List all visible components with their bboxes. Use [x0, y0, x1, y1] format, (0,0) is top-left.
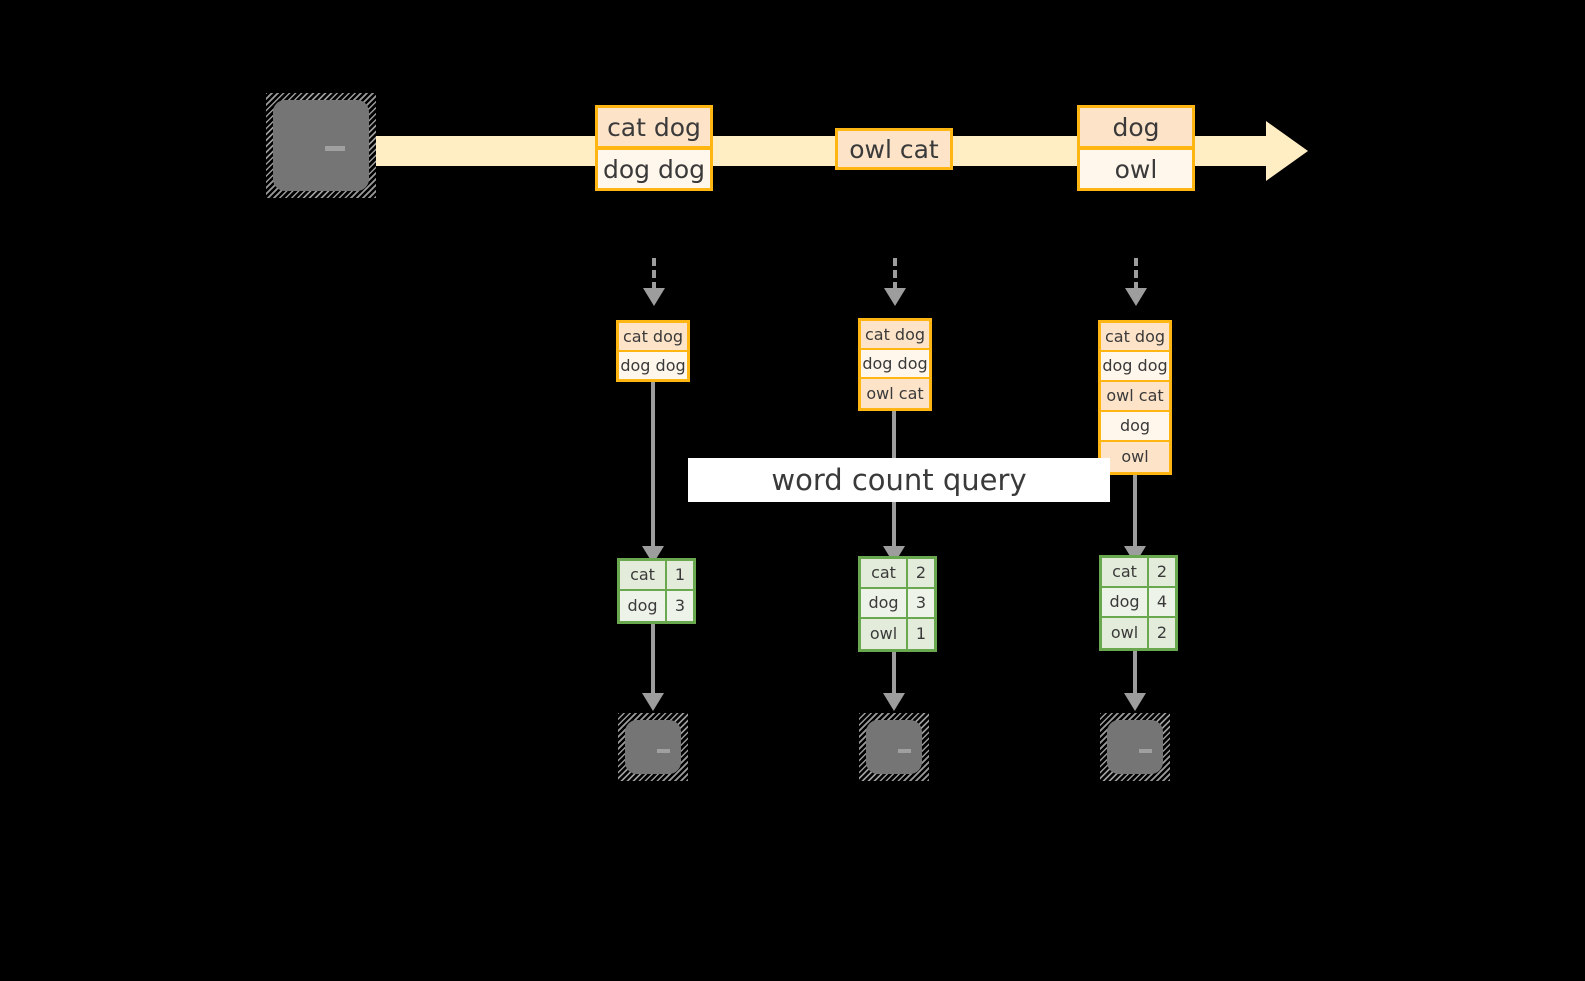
snapshot-2-accumulated-table: cat dog dog dog owl cat	[858, 318, 932, 411]
accumulated-row: cat dog	[1101, 323, 1169, 352]
stream-batch-2-line-1: owl cat	[835, 128, 953, 170]
record-text: dog dog	[602, 154, 705, 184]
stream-batch-1-line-2: dog dog	[595, 147, 713, 191]
record-text: dog dog	[862, 353, 928, 373]
word-cell: owl	[1102, 618, 1149, 648]
snapshot-3-accumulated-table: cat dog dog dog owl cat dog owl	[1098, 320, 1172, 475]
dashed-connector-1	[652, 258, 656, 290]
table-row: dog 3	[620, 591, 693, 621]
word-cell: cat	[861, 559, 908, 587]
sink-connector-3	[1133, 651, 1137, 696]
accumulated-row: dog dog	[1101, 352, 1169, 382]
banner-label: word count query	[771, 463, 1027, 497]
word-cell: dog	[620, 591, 667, 621]
record-text: dog dog	[1102, 356, 1168, 375]
accumulated-row: cat dog	[861, 321, 929, 350]
record-text: cat dog	[1104, 326, 1166, 346]
dashed-connector-2-arrowhead-icon	[884, 288, 906, 306]
word-cell: dog	[1102, 588, 1149, 616]
record-text: cat dog	[864, 324, 926, 344]
source-terminal-icon[interactable]	[266, 93, 376, 198]
table-row: owl 2	[1102, 618, 1175, 648]
accumulated-row: dog dog	[861, 350, 929, 379]
stream-batch-3-line-1: dog	[1077, 105, 1195, 149]
query-connector-3	[1133, 475, 1137, 550]
stream-batch-1-line-1: cat dog	[595, 105, 713, 149]
sink-connector-1	[651, 624, 655, 696]
prompt-chevron-icon	[291, 126, 313, 154]
prompt-chevron-icon	[1117, 735, 1132, 754]
accumulated-row: owl	[1101, 442, 1169, 472]
word-cell: owl	[861, 619, 908, 649]
sink-terminal-icon-1[interactable]	[618, 713, 688, 781]
snapshot-1-result-table: cat 1 dog 3	[617, 558, 696, 624]
record-text: dog	[1119, 416, 1151, 435]
count-cell: 2	[1149, 618, 1175, 648]
record-text: owl cat	[866, 383, 924, 403]
table-row: owl 1	[861, 619, 934, 649]
count-cell: 3	[908, 589, 934, 617]
table-row: cat 2	[1102, 558, 1175, 588]
prompt-cursor-icon	[898, 749, 911, 753]
table-row: dog 4	[1102, 588, 1175, 618]
sink-terminal-icon-3[interactable]	[1100, 713, 1170, 781]
sink-terminal-icon-2[interactable]	[859, 713, 929, 781]
word-count-query-banner: word count query	[688, 458, 1110, 502]
word-cell: cat	[1102, 558, 1149, 586]
sink-connector-3-arrowhead-icon	[1124, 693, 1146, 711]
stream-arrow-head-icon	[1266, 121, 1308, 181]
count-cell: 2	[1149, 558, 1175, 586]
query-connector-1	[651, 382, 655, 550]
sink-connector-2	[892, 652, 896, 696]
word-cell: cat	[620, 561, 667, 589]
count-cell: 3	[667, 591, 693, 621]
record-text: owl cat	[1106, 386, 1164, 405]
table-row: dog 3	[861, 589, 934, 619]
record-text: owl	[1121, 447, 1149, 466]
snapshot-1-accumulated-table: cat dog dog dog	[616, 320, 690, 382]
accumulated-row: dog dog	[619, 352, 687, 379]
snapshot-2-result-table: cat 2 dog 3 owl 1	[858, 556, 937, 652]
count-cell: 1	[908, 619, 934, 649]
prompt-chevron-icon	[876, 735, 891, 754]
record-text: owl cat	[849, 134, 939, 164]
sink-connector-2-arrowhead-icon	[883, 693, 905, 711]
prompt-cursor-icon	[325, 146, 345, 151]
sink-connector-1-arrowhead-icon	[642, 693, 664, 711]
stream-batch-3-line-2: owl	[1077, 147, 1195, 191]
count-cell: 4	[1149, 588, 1175, 616]
dashed-connector-3	[1134, 258, 1138, 290]
dashed-connector-3-arrowhead-icon	[1125, 288, 1147, 306]
word-cell: dog	[861, 589, 908, 617]
snapshot-3-result-table: cat 2 dog 4 owl 2	[1099, 555, 1178, 651]
record-text: owl	[1114, 154, 1158, 184]
record-text: dog dog	[620, 355, 686, 375]
table-row: cat 2	[861, 559, 934, 589]
table-row: cat 1	[620, 561, 693, 591]
accumulated-row: cat dog	[619, 323, 687, 352]
prompt-cursor-icon	[1139, 749, 1152, 753]
accumulated-row: dog	[1101, 412, 1169, 442]
dashed-connector-1-arrowhead-icon	[643, 288, 665, 306]
accumulated-row: owl cat	[1101, 382, 1169, 412]
terminal-screen	[1107, 720, 1163, 774]
prompt-cursor-icon	[657, 749, 670, 753]
count-cell: 2	[908, 559, 934, 587]
accumulated-row: owl cat	[861, 379, 929, 408]
record-text: cat dog	[622, 326, 684, 346]
record-text: dog	[1112, 112, 1160, 142]
terminal-screen	[866, 720, 922, 774]
terminal-screen	[273, 100, 369, 191]
terminal-screen	[625, 720, 681, 774]
dashed-connector-2	[893, 258, 897, 290]
count-cell: 1	[667, 561, 693, 589]
prompt-chevron-icon	[635, 735, 650, 754]
record-text: cat dog	[607, 112, 701, 142]
